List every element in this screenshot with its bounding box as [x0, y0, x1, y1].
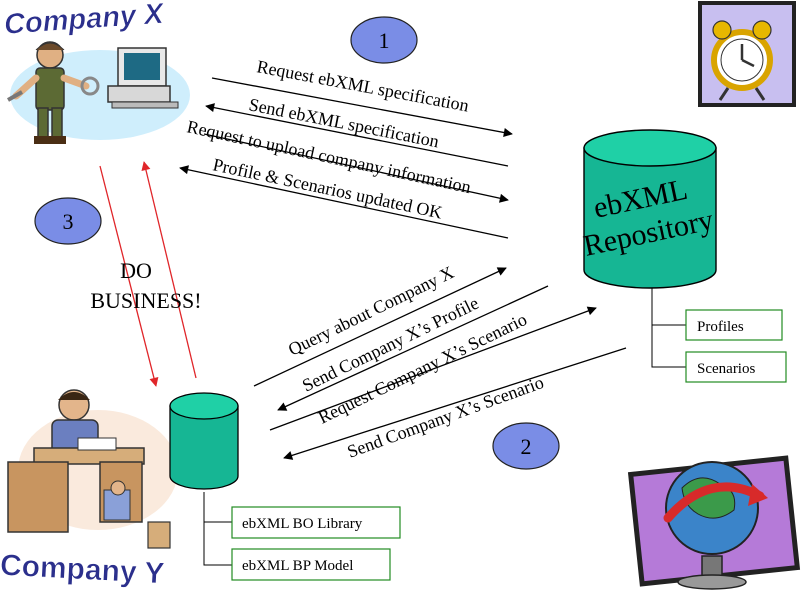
- local-db-item-bp-model: ebXML BP Model: [231, 548, 391, 581]
- repository-item-scenarios: Scenarios: [685, 351, 787, 383]
- arrow-send-spec: [205, 103, 509, 167]
- arrow-send-profile: [277, 285, 549, 411]
- step-3-label: 3: [63, 209, 74, 234]
- repository-tree-line: [651, 288, 686, 368]
- local-db-tree-line: [203, 492, 232, 566]
- local-db-item-bo-library-label: ebXML BO Library: [242, 516, 363, 532]
- arrow-profile-updated: [179, 165, 509, 239]
- arrow-request-upload: [203, 133, 509, 203]
- repository-item-scenarios-label: Scenarios: [697, 361, 755, 377]
- repository-item-profiles: Profiles: [685, 309, 783, 341]
- arrow-request-spec: [211, 77, 513, 137]
- arrow-do-business-up: [141, 161, 197, 379]
- repository-item-profiles-label: Profiles: [697, 319, 744, 335]
- company-y-title: Company Y: [0, 549, 165, 591]
- step-3-badge: 3: [34, 197, 102, 245]
- ebxml-repository: ebXML Repository: [581, 129, 717, 289]
- arrow-do-business-down: [99, 165, 159, 387]
- alarm-clock-icon: [698, 1, 796, 107]
- local-db-item-bo-library: ebXML BO Library: [231, 506, 401, 539]
- do-business-line-1: DO: [120, 258, 152, 283]
- arrow-send-scenario: [283, 347, 627, 460]
- company-y-clipart: [7, 389, 178, 549]
- step-1-label: 1: [379, 28, 390, 53]
- step-2-label: 2: [521, 434, 532, 459]
- arrow-query: [253, 267, 507, 387]
- do-business-line-2: BUSINESS!: [90, 288, 201, 313]
- arrow-request-scenario: [269, 306, 597, 431]
- globe-icon: [627, 455, 801, 590]
- local-db-item-bp-model-label: ebXML BP Model: [242, 558, 353, 574]
- local-database: [169, 392, 239, 490]
- step-2-badge: 2: [492, 422, 560, 470]
- step-1-badge: 1: [350, 16, 418, 64]
- company-x-title: Company X: [3, 0, 166, 41]
- company-x-clipart: [7, 41, 190, 144]
